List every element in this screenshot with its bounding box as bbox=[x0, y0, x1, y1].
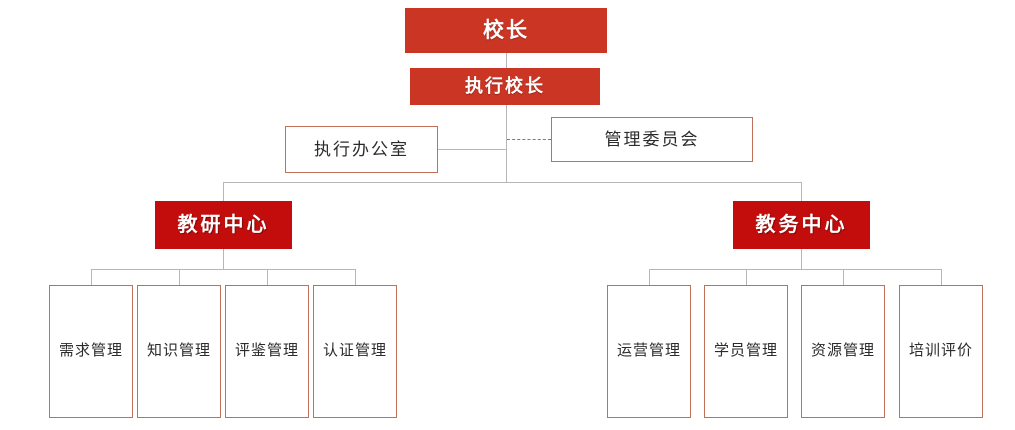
node-principal[interactable]: 校长 bbox=[405, 8, 607, 53]
connector-drop-center-right bbox=[801, 182, 802, 201]
leaf-node-demand-management[interactable]: 需求管理 bbox=[49, 285, 133, 418]
connector-right-leaf-bus bbox=[649, 269, 941, 270]
node-executive-principal[interactable]: 执行校长 bbox=[410, 68, 600, 105]
leaf-node-resource-management[interactable]: 资源管理 bbox=[801, 285, 885, 418]
connector-left-leaf-bus bbox=[91, 269, 355, 270]
connector-drop-leaf-l3 bbox=[267, 269, 268, 285]
connector-drop-leaf-r4 bbox=[941, 269, 942, 285]
connector-principal-to-exec-principal bbox=[506, 53, 507, 68]
leaf-node-certification-management[interactable]: 认证管理 bbox=[313, 285, 397, 418]
connector-drop-leaf-l4 bbox=[355, 269, 356, 285]
leaf-node-training-evaluation[interactable]: 培训评价 bbox=[899, 285, 983, 418]
connector-drop-leaf-l1 bbox=[91, 269, 92, 285]
connector-center-left-stem bbox=[223, 249, 224, 269]
connector-mgmt-committee-dashed bbox=[507, 139, 551, 140]
node-teaching-research-center[interactable]: 教研中心 bbox=[155, 201, 292, 249]
leaf-node-student-management[interactable]: 学员管理 bbox=[704, 285, 788, 418]
node-management-committee[interactable]: 管理委员会 bbox=[551, 117, 753, 162]
node-academic-affairs-center[interactable]: 教务中心 bbox=[733, 201, 870, 249]
connector-exec-office-stub bbox=[438, 149, 507, 150]
node-executive-office[interactable]: 执行办公室 bbox=[285, 126, 438, 173]
leaf-node-assessment-management[interactable]: 评鉴管理 bbox=[225, 285, 309, 418]
connector-centers-bus bbox=[223, 182, 802, 183]
connector-drop-center-left bbox=[223, 182, 224, 201]
connector-exec-principal-trunk bbox=[506, 105, 507, 182]
connector-drop-leaf-r1 bbox=[649, 269, 650, 285]
connector-drop-leaf-r2 bbox=[746, 269, 747, 285]
connector-drop-leaf-l2 bbox=[179, 269, 180, 285]
connector-center-right-stem bbox=[801, 249, 802, 269]
leaf-node-operations-management[interactable]: 运营管理 bbox=[607, 285, 691, 418]
leaf-node-knowledge-management[interactable]: 知识管理 bbox=[137, 285, 221, 418]
connector-drop-leaf-r3 bbox=[843, 269, 844, 285]
